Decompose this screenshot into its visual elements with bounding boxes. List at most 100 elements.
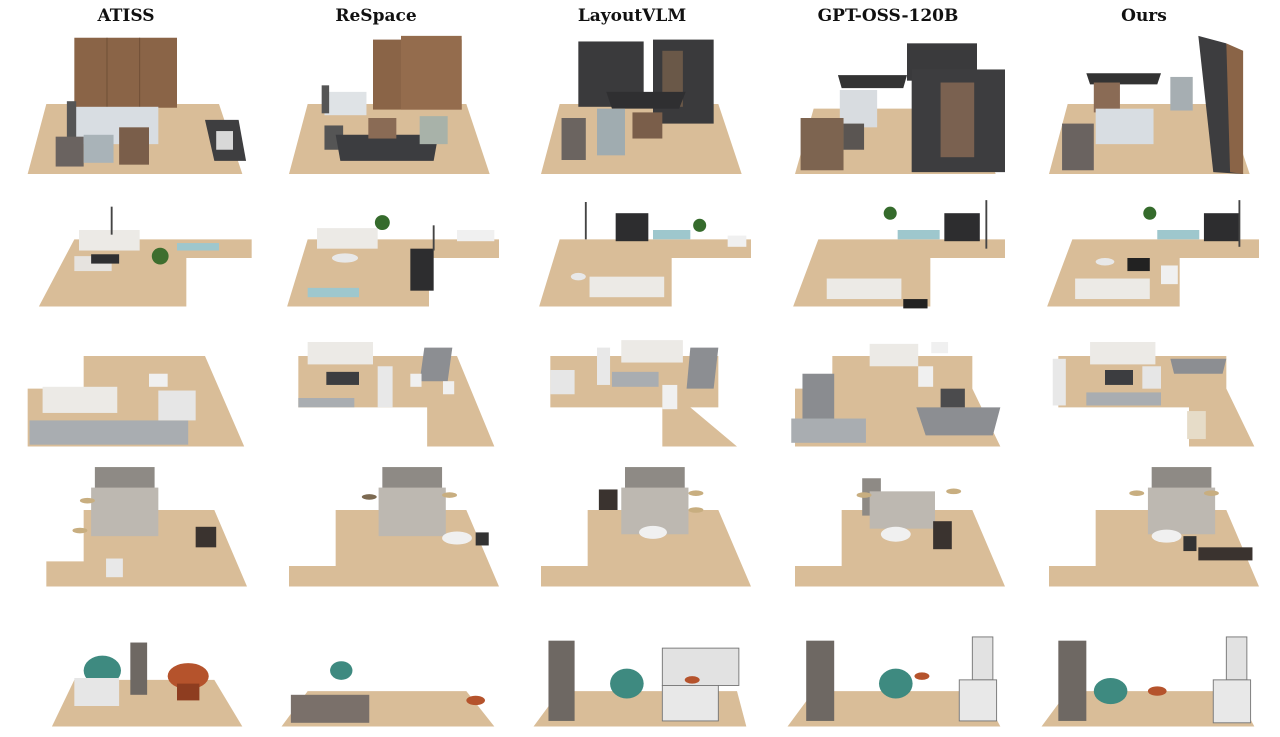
side-table bbox=[442, 492, 457, 498]
side-table bbox=[361, 494, 377, 500]
armchair bbox=[330, 661, 353, 680]
tv-stand bbox=[298, 398, 355, 408]
pouf bbox=[1183, 536, 1197, 552]
side-table bbox=[570, 272, 586, 281]
scene-render-respace-row4 bbox=[289, 467, 499, 587]
kitchen-island bbox=[661, 685, 719, 722]
scene-cell-atiss-row5 bbox=[10, 594, 260, 734]
scene-render-gptoss-row2 bbox=[793, 200, 1005, 309]
headboard bbox=[66, 101, 77, 139]
side-table bbox=[72, 527, 88, 534]
scene-render-gptoss-row3 bbox=[791, 342, 1001, 447]
sofa bbox=[79, 230, 140, 251]
armchair bbox=[1170, 76, 1193, 111]
sofa bbox=[621, 340, 683, 363]
round-table bbox=[167, 663, 209, 690]
bed bbox=[91, 487, 159, 537]
tv-stand bbox=[1157, 230, 1200, 240]
headboard bbox=[625, 467, 685, 490]
plant bbox=[693, 218, 707, 232]
sideboard bbox=[74, 678, 120, 706]
column-title-layoutvlm: LayoutVLM bbox=[577, 6, 687, 26]
side-table bbox=[331, 253, 359, 263]
floor-plane bbox=[787, 691, 1001, 727]
bookshelf bbox=[548, 640, 575, 721]
armchair bbox=[800, 118, 844, 171]
bed bbox=[869, 491, 935, 529]
floor-plane bbox=[1041, 691, 1255, 727]
armchair bbox=[158, 390, 196, 421]
side-table bbox=[727, 235, 747, 247]
scene-cell-gptoss-row5 bbox=[768, 594, 1018, 734]
pouf bbox=[475, 532, 489, 546]
scene-cell-atiss-row2 bbox=[10, 174, 260, 314]
bed bbox=[839, 90, 878, 128]
plant bbox=[883, 206, 897, 220]
dining-table bbox=[606, 91, 686, 109]
side-table bbox=[856, 492, 872, 498]
scene-cell-ours-row3 bbox=[1022, 314, 1272, 454]
side-table bbox=[931, 342, 949, 354]
tv bbox=[91, 254, 120, 264]
piano bbox=[1203, 213, 1240, 242]
bookshelf bbox=[1058, 640, 1087, 721]
floor-plane bbox=[289, 510, 499, 587]
scene-cell-layoutvlm-row1 bbox=[514, 34, 764, 174]
shelf bbox=[597, 347, 611, 385]
comparison-grid bbox=[0, 34, 1280, 737]
column-title-atiss: ATISS bbox=[97, 6, 155, 26]
scene-cell-respace-row5 bbox=[262, 594, 512, 734]
desk bbox=[195, 526, 217, 548]
desk bbox=[457, 230, 495, 242]
cabinet bbox=[1062, 123, 1094, 171]
chair bbox=[632, 112, 663, 139]
sofa bbox=[42, 386, 118, 413]
plant bbox=[151, 247, 169, 265]
nightstand bbox=[55, 136, 84, 167]
kitchen-cabinet bbox=[1225, 636, 1248, 681]
side-table bbox=[688, 507, 704, 513]
piano bbox=[944, 213, 980, 242]
scene-cell-atiss-row1 bbox=[10, 34, 260, 174]
armchair bbox=[119, 127, 149, 165]
side-table bbox=[688, 490, 704, 496]
coffee-table bbox=[335, 134, 439, 161]
tv-stand bbox=[653, 230, 691, 240]
rug bbox=[903, 299, 928, 309]
scene-render-layoutvlm-row3 bbox=[550, 340, 737, 447]
floor-plane bbox=[38, 239, 252, 307]
desk bbox=[1198, 547, 1253, 561]
scene-cell-gptoss-row4 bbox=[768, 454, 1018, 594]
tv-stand bbox=[177, 243, 219, 251]
coffee-table bbox=[639, 525, 667, 539]
piano bbox=[615, 213, 649, 242]
armchair bbox=[1093, 678, 1128, 705]
scene-cell-respace-row4 bbox=[262, 454, 512, 594]
plant bbox=[1143, 206, 1157, 220]
armchair bbox=[1142, 366, 1161, 389]
armchair bbox=[368, 118, 397, 139]
sofa bbox=[869, 343, 919, 367]
shelf bbox=[377, 366, 393, 408]
sofa bbox=[1090, 342, 1156, 365]
bookshelf bbox=[806, 640, 835, 721]
scene-render-layoutvlm-row4 bbox=[541, 467, 751, 587]
scene-render-layoutvlm-row2 bbox=[539, 202, 751, 307]
sofa bbox=[589, 276, 665, 298]
sofa bbox=[1075, 278, 1150, 300]
armchair bbox=[610, 668, 644, 699]
armchair bbox=[597, 108, 625, 156]
column-title-ours: Ours bbox=[1121, 6, 1167, 26]
sofa bbox=[317, 228, 378, 249]
scene-cell-layoutvlm-row2 bbox=[514, 174, 764, 314]
dining-table bbox=[686, 347, 719, 389]
dining-table bbox=[916, 407, 1001, 436]
dark-cabinet bbox=[653, 39, 714, 124]
bed bbox=[378, 487, 446, 537]
desk bbox=[933, 521, 952, 550]
tv-stand bbox=[29, 420, 189, 445]
scene-cell-atiss-row3 bbox=[10, 314, 260, 454]
scene-render-ours-row2 bbox=[1047, 200, 1259, 307]
coffee-table bbox=[442, 531, 472, 545]
shelf bbox=[1052, 358, 1066, 406]
